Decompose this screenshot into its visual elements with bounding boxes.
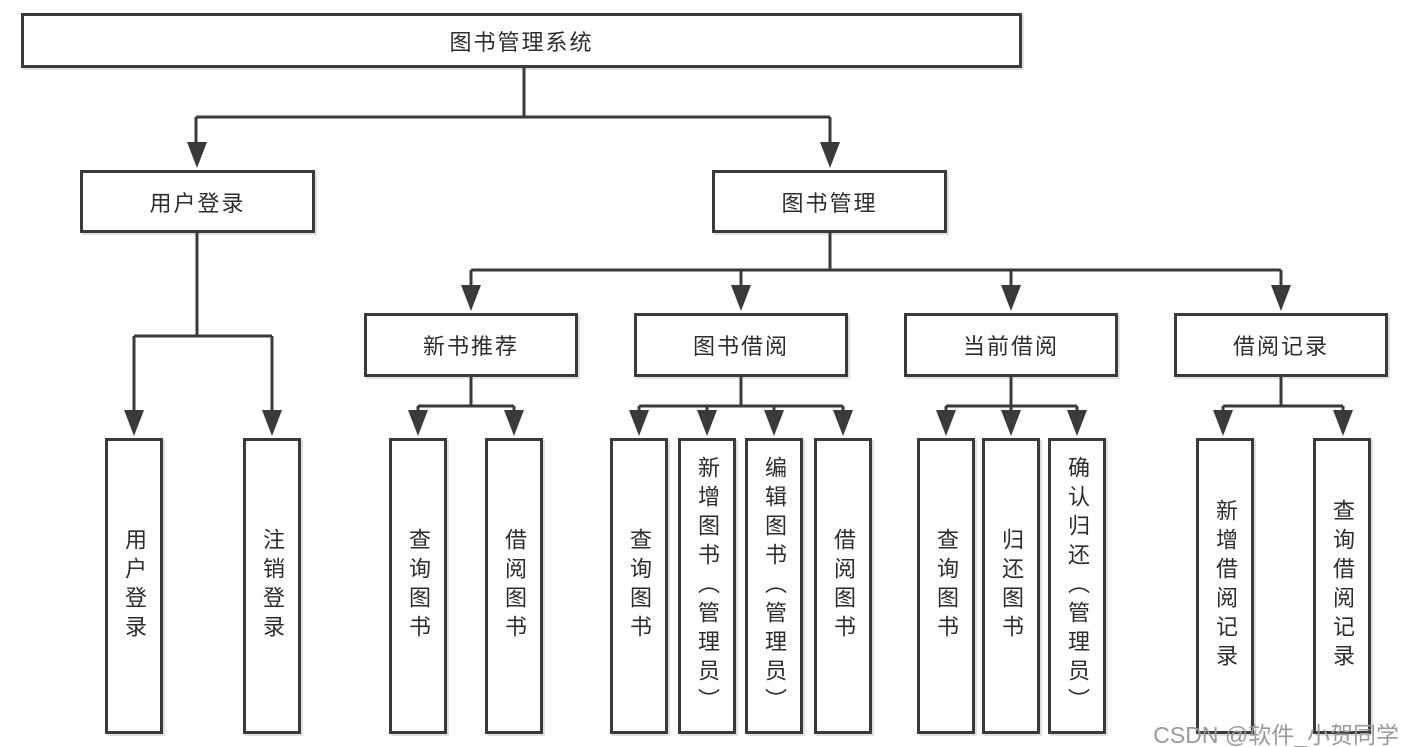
- node-leaf-add-books-admin: 新增图书（管理员）: [678, 438, 736, 734]
- node-label: 图书管理: [781, 190, 878, 216]
- node-label: 归还图书: [999, 528, 1024, 644]
- node-leaf-borrow-books: 借阅图书: [814, 438, 872, 734]
- node-label: 查询图书: [627, 528, 652, 644]
- node-label: 图书借阅: [692, 334, 789, 359]
- node-label: 新书推荐: [422, 334, 519, 359]
- node-label: 借阅图书: [831, 528, 856, 644]
- node-leaf-query-books-current: 查询图书: [917, 438, 975, 734]
- node-leaf-confirm-return-admin: 确认归还（管理员）: [1048, 438, 1106, 734]
- node-label: 借阅图书: [502, 528, 527, 644]
- node-leaf-query-books-recommend: 查询图书: [389, 438, 447, 734]
- node-new-book-recommendation: 新书推荐: [364, 313, 578, 377]
- node-leaf-logout: 注销登录: [243, 438, 301, 734]
- node-label: 当前借阅: [962, 334, 1059, 359]
- node-leaf-return-books: 归还图书: [982, 438, 1040, 734]
- node-leaf-edit-books-admin: 编辑图书（管理员）: [745, 438, 803, 734]
- node-user-login: 用户登录: [80, 170, 315, 233]
- node-label: 用户登录: [122, 528, 147, 644]
- node-label: 编辑图书（管理员）: [762, 455, 787, 717]
- node-leaf-user-login: 用户登录: [105, 438, 163, 734]
- node-label: 新增借阅记录: [1213, 499, 1238, 673]
- node-label: 查询图书: [934, 528, 959, 644]
- node-label: 借阅记录: [1232, 334, 1329, 359]
- node-label: 图书管理系统: [449, 29, 594, 55]
- node-library-management-system: 图书管理系统: [21, 13, 1022, 68]
- node-label: 新增图书（管理员）: [695, 455, 720, 717]
- node-label: 查询借阅记录: [1330, 499, 1355, 673]
- node-label: 查询图书: [406, 528, 431, 644]
- node-label: 确认归还（管理员）: [1065, 455, 1090, 717]
- node-leaf-query-borrow-record: 查询借阅记录: [1313, 438, 1371, 734]
- node-book-borrowing: 图书借阅: [634, 313, 848, 377]
- node-leaf-borrow-books-recommend: 借阅图书: [485, 438, 543, 734]
- node-leaf-add-borrow-record: 新增借阅记录: [1196, 438, 1254, 734]
- csdn-watermark: CSDN @软件_小贺同学: [1153, 722, 1399, 747]
- node-current-borrowing: 当前借阅: [904, 313, 1118, 377]
- node-leaf-query-books-borrowing: 查询图书: [610, 438, 668, 734]
- node-label: 用户登录: [149, 190, 246, 216]
- node-borrowing-records: 借阅记录: [1174, 313, 1388, 377]
- node-label: 注销登录: [260, 528, 285, 644]
- node-book-management: 图书管理: [712, 170, 947, 233]
